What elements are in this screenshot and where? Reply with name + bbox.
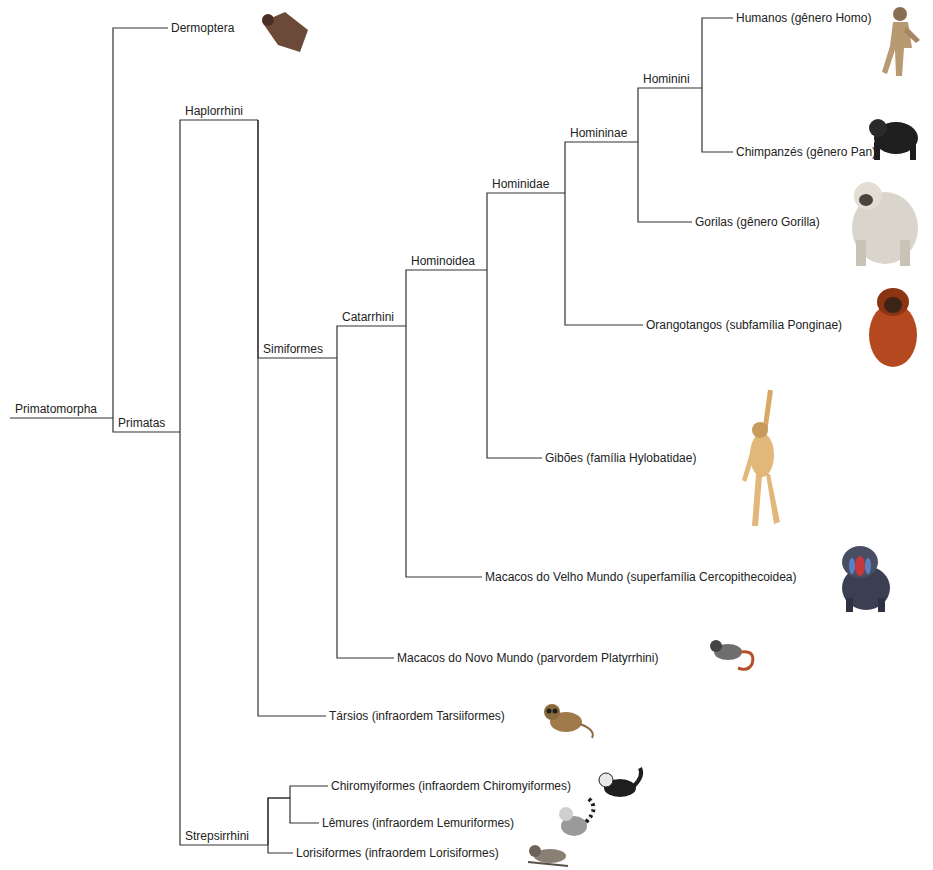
taxon-name: Hominini: [643, 72, 700, 86]
taxon-name: Társios (infraordem Tarsiiformes): [329, 709, 505, 723]
taxon-name: Haplorrhini: [185, 104, 256, 118]
branch-line: [565, 142, 638, 193]
taxon-name: Catarrhini: [342, 310, 404, 324]
gibbon-icon: [742, 390, 780, 526]
branch-line: [702, 18, 733, 88]
taxon-label: Gorilas (gênero Gorilla): [692, 215, 820, 229]
taxon-name: Chiromyiformes (infraordem Chiromyiforme…: [331, 779, 571, 793]
taxon-name: Chimpanzés (gênero Pan): [736, 145, 876, 159]
taxon-label: Macacos do Velho Mundo (superfamília Cer…: [482, 570, 797, 584]
branch-line: [337, 358, 394, 658]
taxon-name: Humanos (gênero Homo): [736, 11, 871, 25]
taxon-label: Orangotangos (subfamília Ponginae): [643, 318, 842, 332]
branch-line: [337, 326, 406, 358]
branch-line: [565, 193, 643, 325]
taxon-label: Chimpanzés (gênero Pan): [733, 145, 876, 159]
taxon-name: Hominoidea: [411, 254, 485, 268]
taxon-label: Macacos do Novo Mundo (parvordem Platyrr…: [394, 651, 658, 665]
taxon-name: Orangotangos (subfamília Ponginae): [646, 318, 842, 332]
branch-line: [702, 88, 733, 152]
taxon-name: Macacos do Novo Mundo (parvordem Platyrr…: [397, 651, 658, 665]
clade-label: Haplorrhini: [180, 104, 258, 120]
new-world-monkey-icon: [710, 640, 753, 669]
clade-label: Homininae: [565, 126, 638, 142]
taxon-name: Hominidae: [492, 177, 563, 191]
clade-label: Strepsirrhini: [180, 829, 268, 845]
colugo-icon: [262, 12, 308, 52]
clade-label: Hominoidea: [406, 254, 487, 270]
branch-line: [406, 326, 482, 577]
branch-line: [487, 270, 542, 458]
taxon-name: Homininae: [570, 126, 636, 140]
branch-line: [268, 798, 319, 845]
taxon-label: Dermoptera: [168, 21, 234, 35]
taxon-name: Macacos do Velho Mundo (superfamília Cer…: [485, 570, 797, 584]
taxon-name: Primatas: [118, 416, 178, 430]
taxon-name: Lêmures (infraordem Lemuriformes): [322, 816, 514, 830]
branch-line: [258, 120, 337, 358]
taxon-label: Gibões (família Hylobatidae): [542, 451, 696, 465]
aye-aye-icon: [599, 768, 641, 797]
branch-line: [180, 120, 258, 432]
branch-line: [487, 193, 565, 270]
taxon-label: Lêmures (infraordem Lemuriformes): [319, 816, 514, 830]
orangutan-icon: [869, 288, 917, 367]
branch-line: [258, 120, 326, 716]
clade-label: Hominidae: [487, 177, 565, 193]
branch-line: [180, 432, 268, 845]
clade-label: Catarrhini: [337, 310, 406, 326]
loris-icon: [528, 845, 568, 866]
lemur-icon: [559, 798, 594, 836]
branch-line: [406, 270, 487, 326]
taxon-name: Simiformes: [263, 342, 335, 356]
tarsier-icon: [544, 704, 593, 738]
taxon-name: Primatomorpha: [15, 402, 111, 416]
taxon-name: Dermoptera: [171, 21, 234, 35]
clade-label: Simiformes: [258, 342, 337, 358]
taxon-name: Strepsirrhini: [185, 829, 266, 843]
clade-label: Hominini: [638, 72, 702, 88]
branch-line: [268, 845, 293, 853]
taxon-label: Lorisiformes (infraordem Lorisiformes): [293, 846, 499, 860]
taxon-label: Humanos (gênero Homo): [733, 11, 871, 25]
taxon-name: Lorisiformes (infraordem Lorisiformes): [296, 846, 499, 860]
root-stem: [10, 417, 113, 418]
human-icon: [882, 7, 920, 76]
taxon-label: Chiromyiformes (infraordem Chiromyiforme…: [328, 779, 571, 793]
mandrill-icon: [842, 546, 890, 612]
branch-line: [638, 142, 692, 222]
branch-line: [268, 786, 328, 845]
clade-label: Primatomorpha: [10, 402, 113, 418]
branch-line: [638, 88, 702, 142]
branch-line: [113, 28, 168, 418]
gorilla-icon: [852, 182, 918, 266]
taxon-name: Gorilas (gênero Gorilla): [695, 215, 820, 229]
clade-label: Primatas: [113, 416, 180, 432]
taxon-label: Társios (infraordem Tarsiiformes): [326, 709, 505, 723]
taxon-name: Gibões (família Hylobatidae): [545, 451, 696, 465]
chimpanzee-icon: [869, 119, 918, 160]
